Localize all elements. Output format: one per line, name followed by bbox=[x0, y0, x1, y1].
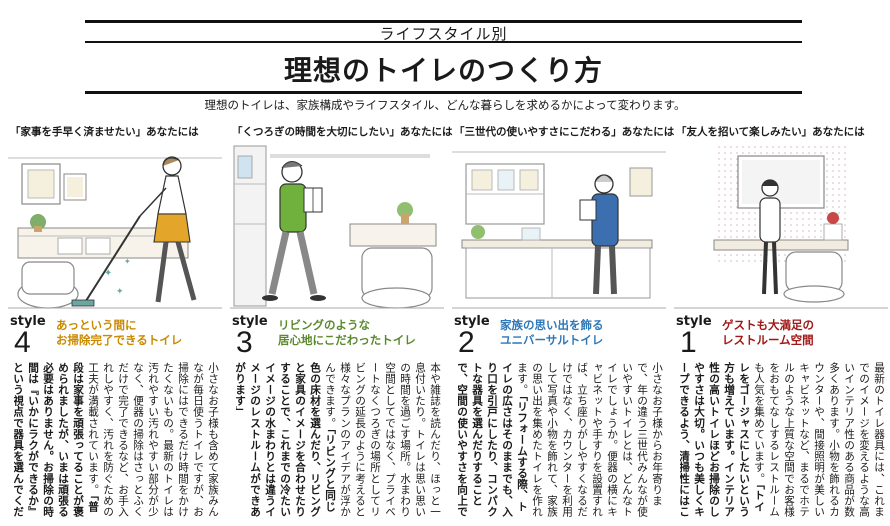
column-style-4: 「家事を手早く済ませたい」あなたには ✦ ✦ ✦ style 4 あっという間に… bbox=[4, 118, 226, 526]
column-heading: 「友人を招いて楽しみたい」あなたには bbox=[676, 126, 865, 138]
body-text: 本や雑誌を読んだり、ほっと一息付いたり。トイレは思い思いの時間を過ごす場所。水ま… bbox=[324, 362, 441, 518]
style-number: 2 bbox=[458, 326, 475, 359]
svg-text:✦: ✦ bbox=[116, 287, 124, 297]
style-label: style bbox=[454, 314, 490, 329]
header-top-rule bbox=[85, 20, 802, 23]
body-quote: 「リフォームする際、トイレの広さはそのままでも、入り口を引戸にしたり、コンパクト… bbox=[458, 362, 528, 518]
column-style-1: 「友人を招いて楽しみたい」あなたには style 1 ゲストも大満足の レストル… bbox=[670, 118, 890, 526]
body-quote: 「リビングと同じ色の床材を選んだり、リビングと家具のイメージを合わせたりすること… bbox=[236, 362, 336, 518]
column-body: 最新のトイレ器具には、これまでのイメージを変えるような高いインテリア性のある商品… bbox=[680, 362, 886, 522]
column-style-3: 「くつろぎの時間を大切にしたい」あなたには style 3 リビングのような 居… bbox=[226, 118, 453, 526]
body-text: 小さなお子様からお年寄りまで、年の違う三世代みんなが使いやすいトイレとは、どんな… bbox=[516, 362, 663, 518]
style-label: style bbox=[676, 314, 712, 329]
guest-restroom-illustration bbox=[674, 144, 888, 316]
column-heading: 「家事を手早く済ませたい」あなたには bbox=[10, 126, 199, 138]
body-quote: 「トイレをゴージャスにしたいという方も増えています。インテリア性の高いトイレほど… bbox=[680, 362, 765, 518]
subtitle-line-1: 家族の思い出を飾る bbox=[500, 318, 604, 332]
body-text: 最新のトイレ器具には、これまでのイメージを変えるような高いインテリア性のある商品… bbox=[753, 362, 885, 518]
page-title: 理想のトイレのつくり方 bbox=[283, 54, 603, 87]
lead-text: 理想のトイレは、家族構成やライフスタイル、どんな暮らしを求めるかによって変わりま… bbox=[204, 98, 686, 112]
header-mid-rule bbox=[85, 41, 802, 43]
style-number: 4 bbox=[14, 326, 31, 359]
subtitle-line-2: レストルーム空間 bbox=[722, 333, 814, 347]
header-bottom-rule bbox=[85, 91, 802, 94]
elderly-woman-illustration bbox=[452, 144, 666, 316]
style-number: 1 bbox=[680, 326, 697, 359]
column-body: 小さなお子様からお年寄りまで、年の違う三世代みんなが使いやすいトイレとは、どんな… bbox=[458, 362, 664, 522]
header-category: ライフスタイル別 bbox=[379, 25, 508, 43]
style-label: style bbox=[10, 314, 46, 329]
svg-text:✦: ✦ bbox=[104, 268, 112, 279]
column-subtitle: ゲストも大満足の レストルーム空間 bbox=[722, 318, 814, 348]
subtitle-line-1: リビングのような bbox=[278, 318, 370, 332]
subtitle-line-2: ユニバーサルトイレ bbox=[500, 333, 604, 347]
subtitle-line-2: 居心地にこだわったトイレ bbox=[278, 333, 416, 347]
body-text: 小さなお子様も含めて家族みんなが毎日使うトイレですが、お掃除にはできるだけ時間を… bbox=[87, 362, 219, 518]
column-subtitle: あっという間に お掃除完了できるトイレ bbox=[56, 318, 182, 348]
cleaning-woman-illustration: ✦ ✦ ✦ bbox=[8, 144, 222, 316]
svg-text:✦: ✦ bbox=[124, 257, 131, 266]
reading-man-illustration bbox=[230, 144, 444, 316]
column-subtitle: リビングのような 居心地にこだわったトイレ bbox=[278, 318, 416, 348]
subtitle-line-2: お掃除完了できるトイレ bbox=[56, 333, 183, 347]
column-body: 本や雑誌を読んだり、ほっと一息付いたり。トイレは思い思いの時間を過ごす場所。水ま… bbox=[236, 362, 442, 522]
subtitle-line-1: ゲストも大満足の bbox=[722, 318, 814, 332]
column-subtitle: 家族の思い出を飾る ユニバーサルトイレ bbox=[500, 318, 604, 348]
column-style-2: 「三世代の使いやすさにこだわる」あなたには style 2 家族の思い出を飾る … bbox=[448, 118, 674, 526]
subtitle-line-1: あっという間に bbox=[56, 318, 137, 332]
column-heading: 「くつろぎの時間を大切にしたい」あなたには bbox=[232, 126, 453, 138]
style-number: 3 bbox=[236, 326, 253, 359]
column-heading: 「三世代の使いやすさにこだわる」あなたには bbox=[454, 126, 675, 138]
column-body: 小さなお子様も含めて家族みんなが毎日使うトイレですが、お掃除にはできるだけ時間を… bbox=[14, 362, 220, 522]
body-quote: 「普段は家事を頑張ってることが褒められましたが、いまは頑張る必要はありません。お… bbox=[14, 362, 99, 518]
style-label: style bbox=[232, 314, 268, 329]
